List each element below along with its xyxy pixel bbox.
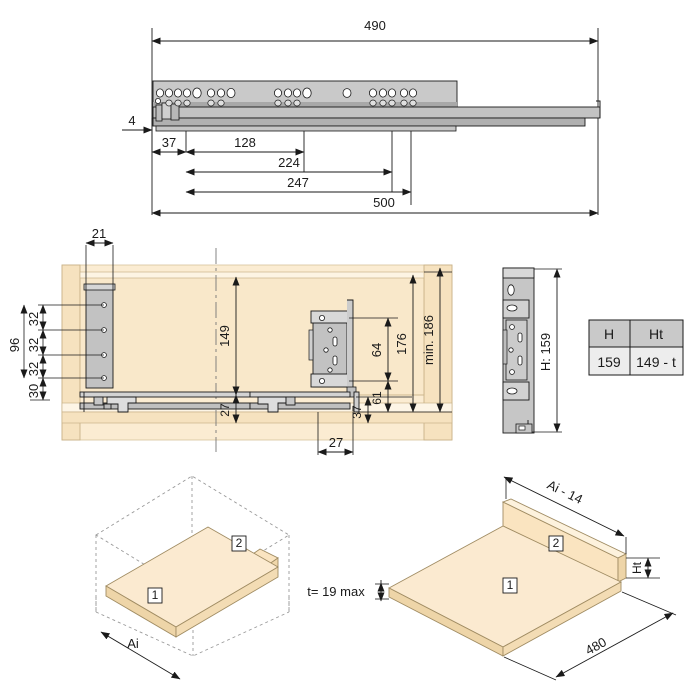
dim-label-500: 500 [373,195,395,210]
dim-label-128: 128 [234,135,256,150]
dim-lower-37: 37 [350,396,372,424]
dim-label-32-a: 32 [26,312,41,326]
dim-label-64: 64 [369,343,384,357]
dim-span-247: 247 [185,175,412,196]
dim-span-128: 128 [185,135,305,156]
dim-height-176: 176 [394,274,417,413]
dim-width-Ai: Ai [100,631,181,680]
height-table: H Ht 159 149 - t [588,319,684,376]
dim-span-224: 224 [185,155,393,176]
dim-label-149: 149 [217,325,232,347]
dim-label-4: 4 [128,113,135,128]
dim-lock-64: 64 [369,317,392,382]
dim-front-27: 27 [317,412,354,456]
dim-label-front-27: 27 [329,435,343,450]
dim-label-224: 224 [278,155,300,170]
table-cell-H-value: 159 [597,354,621,370]
callout-2-label: 2 [236,536,243,550]
dim-label-base-27: 27 [218,403,232,417]
dim-label-H: H: 159 [538,333,553,371]
dim-label-thickness: t= 19 max [307,584,365,599]
dim-panel-back-height: Ht [626,557,660,579]
dim-label-176: 176 [394,333,409,355]
dim-bracket-21: 21 [85,226,114,290]
dim-label-21: 21 [92,226,106,241]
right-runner-assembly [249,391,360,413]
callout-2: 2 [231,535,247,552]
dim-label-61: 61 [370,391,384,405]
drawer-plan-section: 21 96 32 32 32 30 149 27 [7,226,453,456]
dim-label-96: 96 [7,338,22,352]
dim-base-27: 27 [218,394,240,424]
bracket-side-view: H: 159 [502,267,562,434]
dim-label-490: 490 [364,18,386,33]
dim-panel-depth: 480 [503,591,677,681]
slide-rail-elevation: 490 4 37 128 224 247 500 [122,18,601,217]
dim-label-lower-37: 37 [350,405,364,419]
dim-label-37: 37 [162,135,176,150]
dim-lower-61: 61 [370,380,392,413]
dim-offset-37: 37 [151,135,187,156]
panel-callout-2: 2 [548,535,564,552]
dim-min-186: min. 186 [421,267,444,413]
dim-label-Ai: Ai [127,636,139,651]
table-cell-Ht-value: 149 - t [636,354,676,370]
dim-offset-4: 4 [122,113,153,134]
dim-overall-490: 490 [151,18,599,45]
callout-1-label: 1 [152,588,159,602]
panel-callout-2-label: 2 [553,536,560,550]
rail-hole-pattern [155,87,417,99]
dim-overall-500: 500 [151,195,599,217]
dim-label-30: 30 [26,384,41,398]
dim-label-247: 247 [287,175,309,190]
dim-thickness: t= 19 max [307,580,389,602]
table-header-H: H [604,326,614,342]
panel-callout-1: 1 [502,577,518,594]
drawer-assembly-isometric: 1 2 Ai [95,475,290,680]
dim-inner-149: 149 [217,276,240,396]
right-lock-mechanism [308,299,357,398]
dim-label-min-186: min. 186 [421,315,436,365]
dim-label-32-b: 32 [26,338,41,352]
rail-hole-pattern-lower [165,99,417,107]
dim-label-Ht: Ht [630,561,644,574]
callout-1: 1 [147,587,163,604]
left-bracket [83,283,116,389]
hole-spacing-stack [20,304,104,401]
table-header-Ht: Ht [649,326,663,342]
panel-callout-1-label: 1 [507,578,514,592]
dim-label-32-c: 32 [26,362,41,376]
